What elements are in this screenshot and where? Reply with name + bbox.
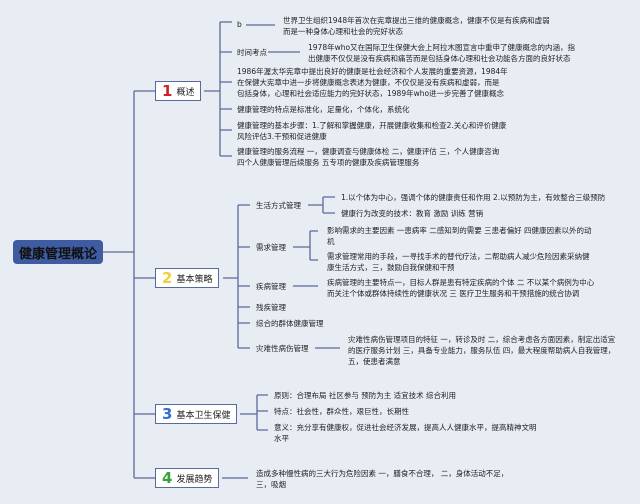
- root-node[interactable]: 健康管理概论: [13, 240, 103, 264]
- node-traits[interactable]: 特点：社会性，群众性，艰巨性，长期性: [274, 407, 409, 416]
- node-catastrophic-text: 灾难性病伤管理项目的特征 一，转诊及时 二，综合考虑各方面因素，制定出适宜的医疗…: [348, 335, 616, 366]
- node-disease-text: 疾病管理的主要特点一，目标人群是患有特定疾病的个体 二 不以某个病例为中心而关注…: [327, 278, 595, 298]
- node-population[interactable]: 综合的群体健康管理: [256, 319, 324, 328]
- node-time[interactable]: 时间考点: [237, 48, 267, 57]
- section-label: 发展趋势: [176, 474, 213, 485]
- section-number: 3: [162, 405, 173, 423]
- section-number: 4: [162, 469, 173, 487]
- section-label: 概述: [176, 87, 195, 98]
- node-flow[interactable]: 健康管理的服务流程 一，健康调查与健康体检 二，健康评估 三，个人健康咨询四个人…: [237, 147, 500, 167]
- node-lifestyle-item[interactable]: 1.以个体为中心，强调个体的健康责任和作用 2.以预防为主，有效整合三级预防: [341, 193, 606, 202]
- node-principle[interactable]: 原则：合理布局 社区参与 预防为主 适宜技术 综合利用: [274, 391, 457, 400]
- root-title: 健康管理概论: [18, 246, 97, 262]
- node-b-text: 世界卫生组织1948年首次在宪章提出三维的健康概念，健康不仅是有疾病和虚弱而是一…: [283, 16, 550, 36]
- section-label: 基本卫生保健: [176, 410, 231, 421]
- node-lifestyle-item[interactable]: 健康行为改变的技术：教育 激励 训练 营销: [341, 209, 484, 218]
- node-features[interactable]: 健康管理的特点是标准化，足量化，个体化，系统化: [237, 105, 410, 114]
- section-number: 2: [162, 269, 173, 287]
- node-disease[interactable]: 疾病管理: [256, 282, 286, 291]
- node-b[interactable]: b: [237, 20, 242, 29]
- node-demand-item[interactable]: 需求管理常用的手段，一寻找手术的替代疗法，二帮助病人减少危险因素采纳健康生活方式…: [327, 252, 590, 272]
- node-meaning[interactable]: 意义：充分享有健康权，促进社会经济发展，提高人人健康水平，提高精神文明水平: [274, 423, 537, 443]
- node-demand[interactable]: 需求管理: [256, 243, 286, 252]
- node-steps[interactable]: 健康管理的基本步骤：1.了解和掌握健康，开展健康收集和检查2.关心和评价健康风险…: [237, 121, 507, 141]
- node-disability[interactable]: 残疾管理: [256, 303, 286, 312]
- section-label: 基本策略: [176, 274, 213, 285]
- node-demand-item[interactable]: 影响需求的主要因素 一患病率 二感知到的需要 三患者偏好 四健康因素以外的动机: [327, 226, 592, 246]
- node-lifestyle[interactable]: 生活方式管理: [256, 201, 301, 210]
- node-trend-text[interactable]: 造成多种慢性病的三大行为危险因素 一，膳食不合理， 二，身体活动不足，三，吸烟: [256, 469, 509, 489]
- node-catastrophic[interactable]: 灾难性病伤管理: [256, 344, 309, 353]
- section-number: 1: [162, 82, 173, 100]
- node-time-text: 1978年who又在国际卫生保健大会上阿拉木图宣言中重申了健康概念的内涵，指出健…: [308, 43, 576, 63]
- node-charter[interactable]: 1986年渥太华宪章中提出良好的健康是社会经济和个人发展的重要资源，1984年在…: [237, 67, 508, 98]
